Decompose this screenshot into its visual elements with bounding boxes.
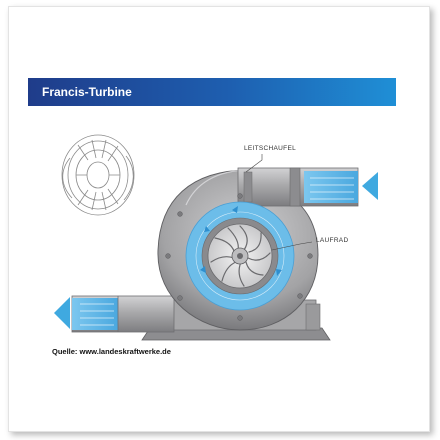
runner-wheel [207, 223, 273, 289]
leader-lines [245, 154, 313, 251]
title-bar [28, 78, 396, 106]
outlet-pipe [71, 295, 175, 333]
figure-title: Francis-Turbine [42, 85, 132, 99]
turbine-sketch [61, 134, 135, 216]
label-leitschaufel: LEITSCHAUFEL [244, 145, 297, 152]
inlet-pipe [237, 167, 359, 207]
casing-bolts [165, 193, 313, 321]
flow-arrows [200, 206, 282, 276]
inlet-arrow [362, 172, 378, 200]
outlet-arrow [54, 297, 70, 329]
source-credit: Quelle: www.landeskraftwerke.de [52, 347, 171, 356]
label-laufrad: LAUFRAD [316, 237, 349, 244]
